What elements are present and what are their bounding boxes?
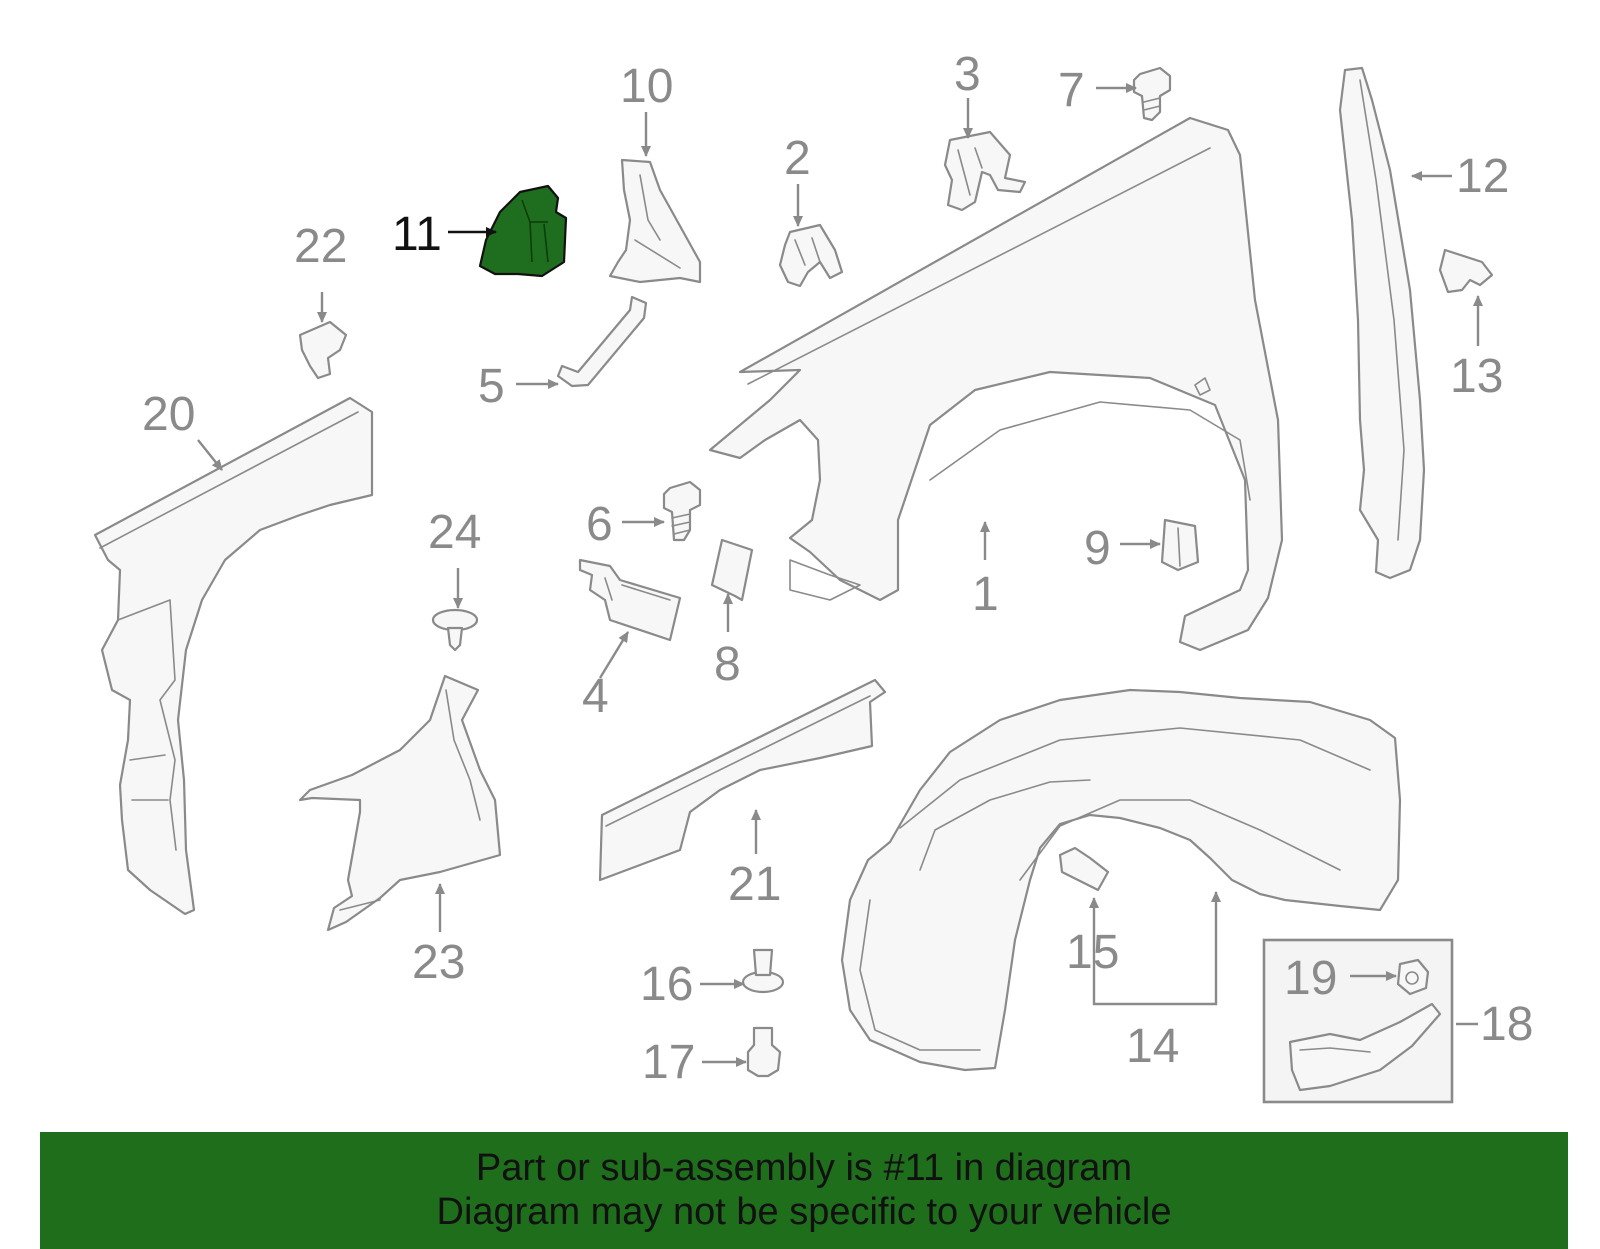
callout-2: 2 (784, 132, 811, 185)
info-banner: Part or sub-assembly is #11 in diagram D… (40, 1132, 1568, 1249)
part-12-strip (1338, 66, 1426, 580)
callout-20: 20 (142, 388, 195, 441)
callout-22: 22 (294, 220, 347, 273)
callout-12: 12 (1456, 150, 1509, 203)
callout-8: 8 (714, 638, 741, 691)
part-2-clip (778, 223, 844, 288)
part-16-pin (741, 948, 785, 994)
part-18-kit-box (1262, 938, 1454, 1104)
part-23-panel (298, 674, 502, 932)
callout-5: 5 (478, 360, 505, 413)
callout-labels: 1 2 3 4 5 6 7 8 9 10 11 12 13 14 15 16 1… (142, 48, 1533, 1089)
part-15-clip (1058, 846, 1110, 892)
callout-23: 23 (412, 936, 465, 989)
part-19-nut (1396, 958, 1430, 996)
callout-17: 17 (642, 1036, 695, 1089)
part-24-pin (431, 608, 479, 652)
callout-11: 11 (392, 208, 442, 261)
part-10-bracket (608, 158, 702, 284)
callout-4: 4 (582, 670, 609, 723)
leader-lines (197, 83, 1483, 1067)
banner-line-1: Part or sub-assembly is #11 in diagram (475, 1147, 1133, 1189)
part-7-bolt (1132, 66, 1172, 122)
callout-3: 3 (954, 48, 981, 101)
part-4-bracket (578, 558, 682, 642)
callout-13: 13 (1450, 350, 1503, 403)
callout-18: 18 (1480, 998, 1533, 1051)
part-11-highlighted (478, 184, 568, 278)
banner-line-2: Diagram may not be specific to your vehi… (436, 1191, 1172, 1233)
callout-19: 19 (1284, 952, 1337, 1005)
callout-14: 14 (1126, 1020, 1179, 1073)
callout-6: 6 (586, 498, 613, 551)
part-17-bolt (746, 1026, 782, 1078)
part-22-pin (298, 320, 348, 380)
part-3-bracket (943, 130, 1027, 212)
part-9-plug (1160, 518, 1200, 572)
callout-10: 10 (620, 60, 673, 113)
callout-21: 21 (728, 858, 781, 911)
part-21-rail (598, 678, 887, 882)
callout-7: 7 (1058, 64, 1085, 117)
callout-24: 24 (428, 506, 481, 559)
part-14-liner (840, 688, 1402, 1072)
callout-1: 1 (972, 568, 999, 621)
part-20-apron (93, 396, 374, 916)
callout-9: 9 (1084, 522, 1111, 575)
part-8-pad (710, 538, 754, 602)
callout-15: 15 (1066, 926, 1119, 979)
part-5-strip (556, 295, 648, 388)
part-13-clip (1438, 248, 1494, 294)
part-6-bolt (662, 480, 702, 542)
part-1-fender (708, 116, 1284, 652)
callout-16: 16 (640, 958, 693, 1011)
